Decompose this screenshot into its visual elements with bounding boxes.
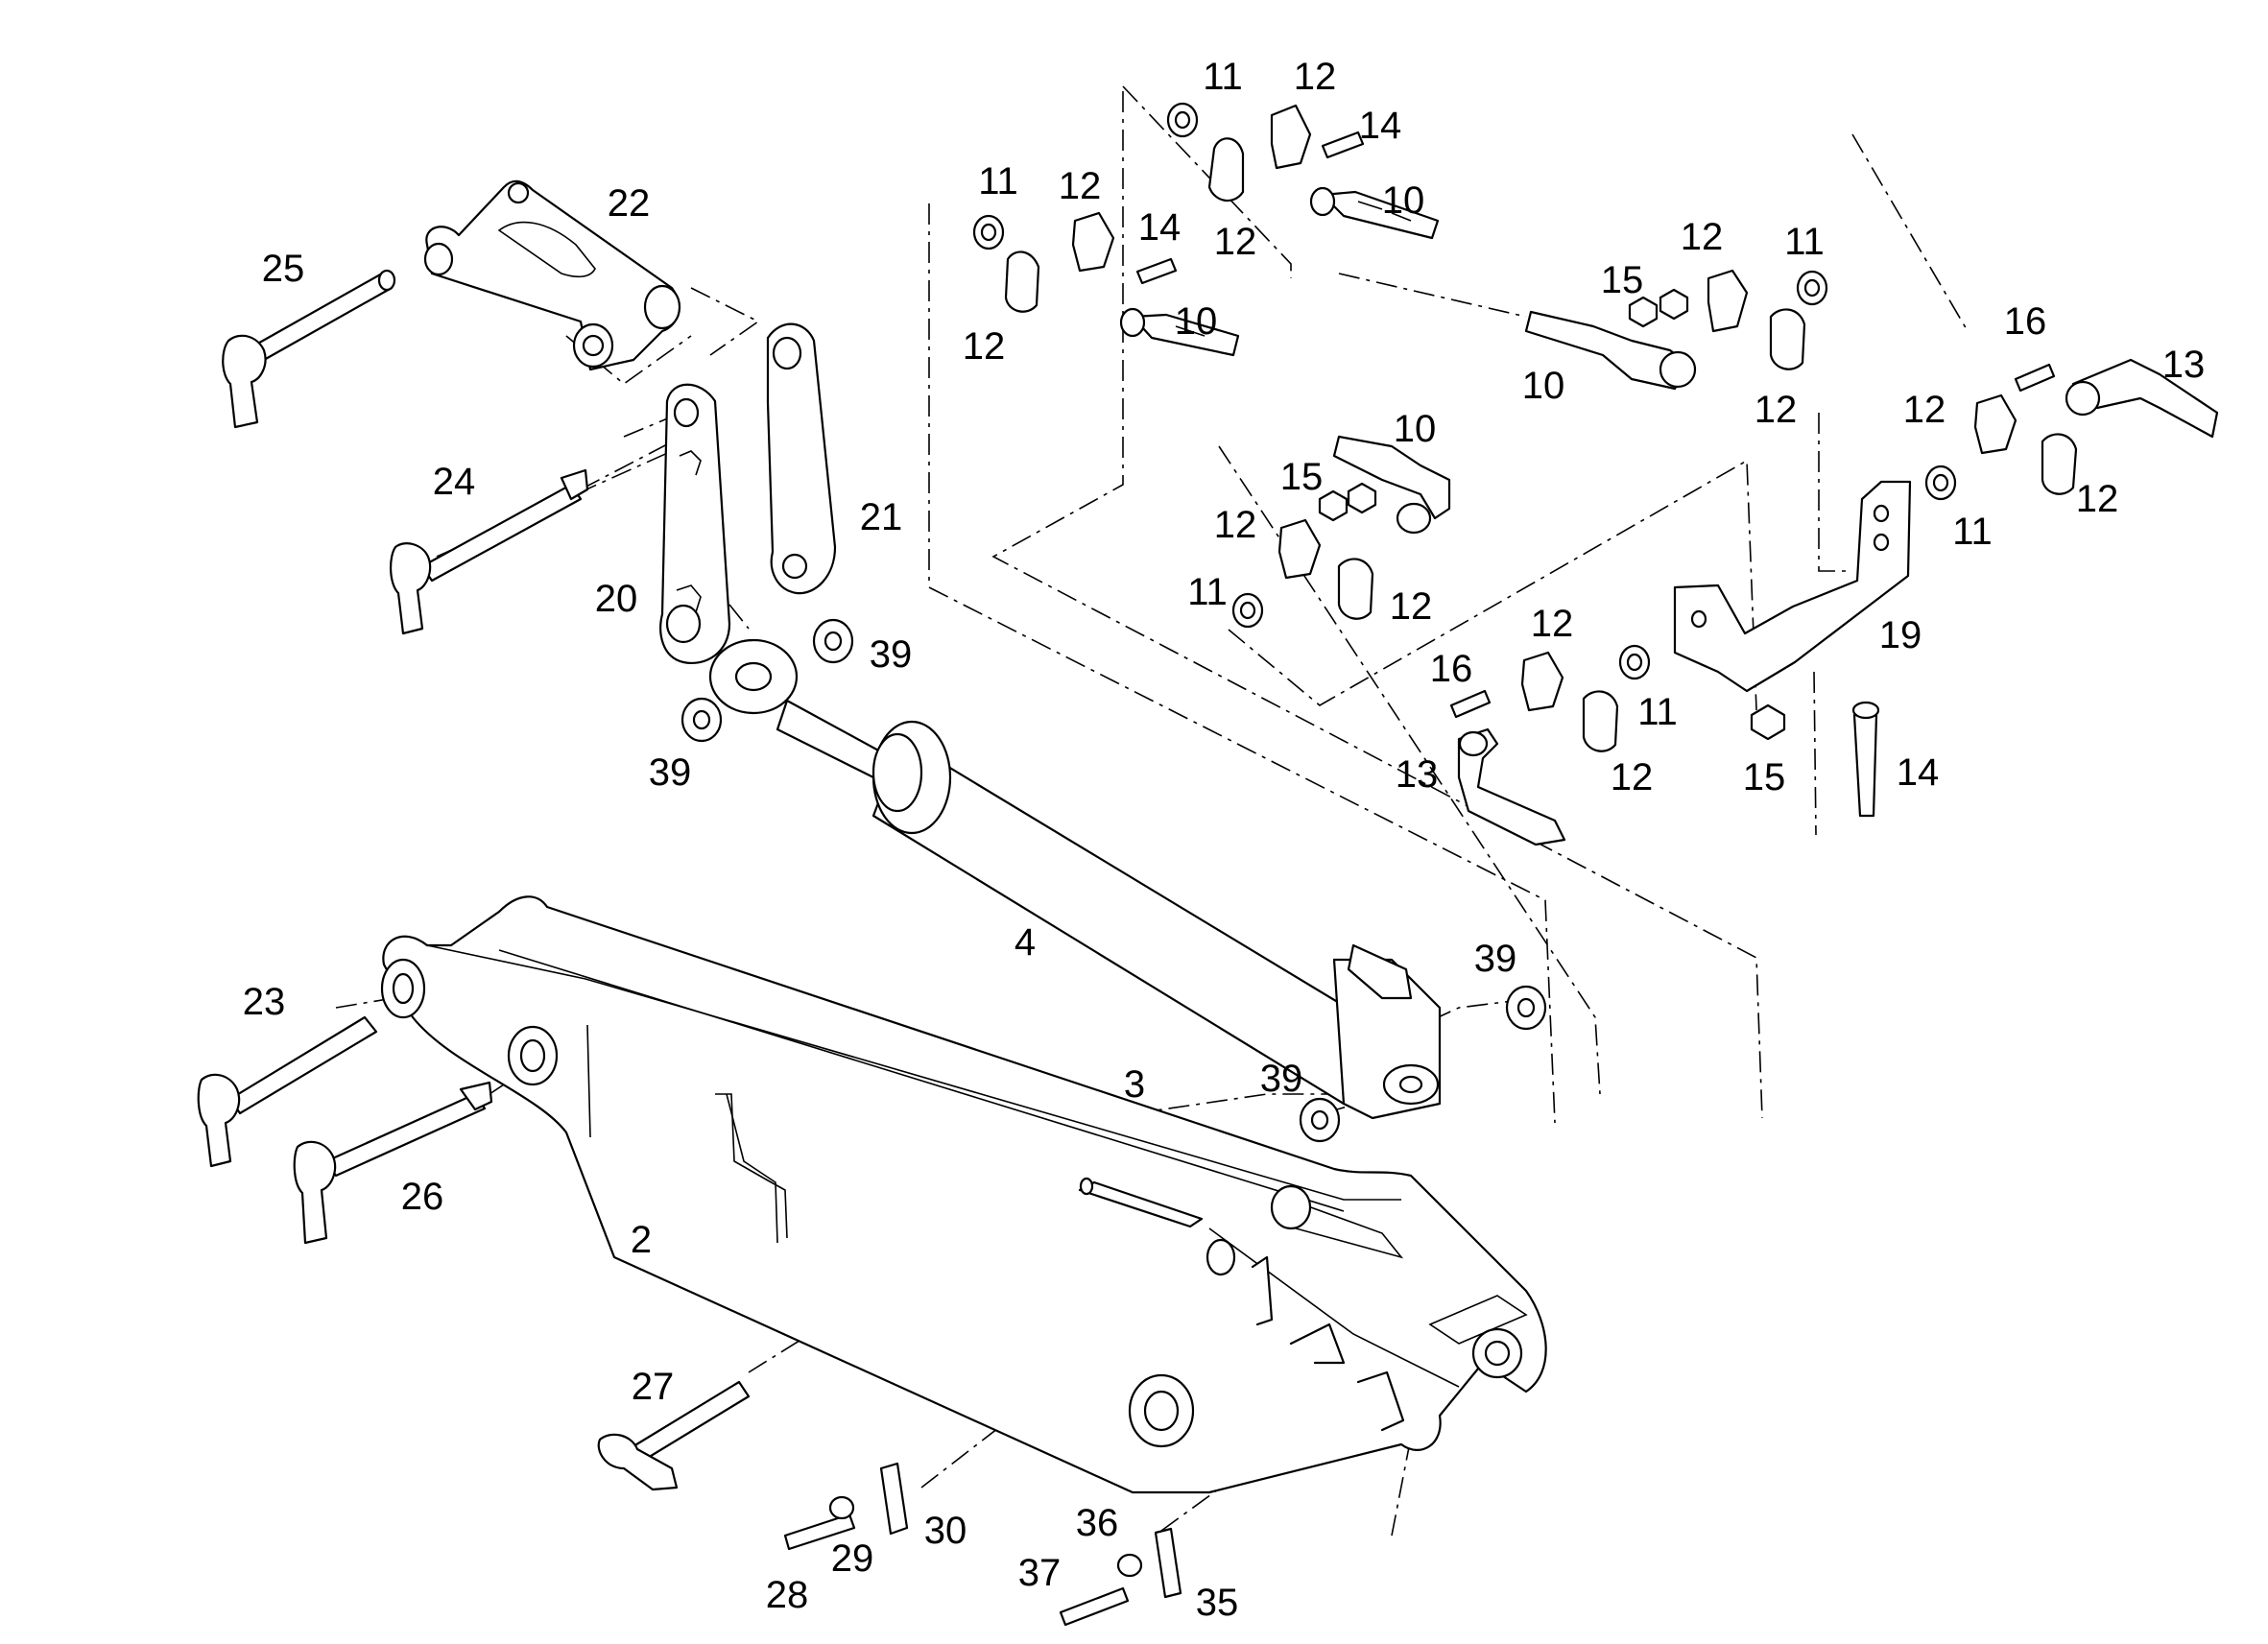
callout-label: 11 bbox=[1187, 571, 1228, 613]
callout-label: 12 bbox=[1059, 165, 1102, 207]
callout-label: 12 bbox=[963, 325, 1006, 368]
callout-label: 36 bbox=[1076, 1502, 1119, 1544]
callout-label: 30 bbox=[924, 1510, 967, 1552]
callout-label: 16 bbox=[1430, 648, 1473, 690]
callout-label: 11 bbox=[1203, 56, 1243, 98]
callout-label: 39 bbox=[1474, 938, 1517, 980]
callout-label: 27 bbox=[632, 1366, 675, 1408]
callout-label: 12 bbox=[1611, 756, 1654, 798]
callout-label: 14 bbox=[1359, 105, 1402, 147]
callout-labels: 11 12 14 10 12 11 12 14 12 10 10 15 12 11 12 15 12 11 10 12… bbox=[243, 56, 2206, 1624]
callout-label: 15 bbox=[1280, 456, 1324, 498]
callout-label: 28 bbox=[766, 1574, 809, 1616]
callout-label: 25 bbox=[262, 248, 305, 290]
callout-label: 12 bbox=[1294, 56, 1337, 98]
pins-parts bbox=[197, 269, 751, 1491]
callout-label: 19 bbox=[1879, 614, 1922, 656]
callout-label: 12 bbox=[1681, 216, 1724, 258]
callout-label: 12 bbox=[1755, 389, 1798, 431]
callout-label: 3 bbox=[1124, 1063, 1145, 1106]
callout-label: 37 bbox=[1018, 1552, 1062, 1594]
callout-label: 21 bbox=[860, 496, 903, 538]
callout-label: 10 bbox=[1175, 300, 1218, 343]
callout-label: 2 bbox=[631, 1219, 652, 1261]
callout-label: 35 bbox=[1196, 1582, 1239, 1624]
callout-label: 11 bbox=[978, 160, 1018, 203]
callout-label: 13 bbox=[2162, 344, 2206, 386]
callout-label: 10 bbox=[1394, 408, 1437, 450]
callout-label: 22 bbox=[608, 182, 651, 225]
callout-label: 15 bbox=[1601, 259, 1644, 301]
callout-label: 16 bbox=[2004, 300, 2047, 343]
callout-label: 39 bbox=[1260, 1058, 1303, 1100]
boom-part bbox=[380, 895, 1547, 1494]
callout-label: 11 bbox=[1952, 511, 1993, 553]
callout-label: 15 bbox=[1743, 756, 1786, 798]
callout-label: 29 bbox=[831, 1537, 874, 1580]
callout-label: 12 bbox=[2076, 478, 2119, 520]
callout-label: 14 bbox=[1138, 206, 1182, 249]
callout-label: 39 bbox=[649, 751, 692, 794]
linkage-parts bbox=[423, 179, 837, 665]
callout-label: 26 bbox=[401, 1176, 444, 1218]
cylinder-part bbox=[708, 638, 1442, 1120]
callout-label: 20 bbox=[595, 578, 638, 620]
callout-label: 10 bbox=[1522, 365, 1565, 407]
callout-label: 24 bbox=[433, 461, 476, 503]
callout-label: 12 bbox=[1214, 504, 1257, 546]
callout-label: 11 bbox=[1784, 221, 1825, 263]
callout-label: 11 bbox=[1637, 691, 1678, 733]
callout-label: 23 bbox=[243, 981, 286, 1023]
callout-label: 12 bbox=[1531, 603, 1574, 645]
callout-label: 14 bbox=[1897, 751, 1940, 794]
callout-label: 12 bbox=[1903, 389, 1946, 431]
callout-label: 4 bbox=[1015, 921, 1036, 964]
hoses-parts bbox=[1119, 186, 2219, 846]
callout-label: 10 bbox=[1382, 179, 1425, 222]
callout-label: 12 bbox=[1214, 221, 1257, 263]
callout-label: 13 bbox=[1396, 753, 1439, 796]
callout-label: 39 bbox=[870, 633, 913, 676]
callout-label: 12 bbox=[1390, 585, 1433, 628]
fittings-parts bbox=[680, 102, 2078, 1627]
